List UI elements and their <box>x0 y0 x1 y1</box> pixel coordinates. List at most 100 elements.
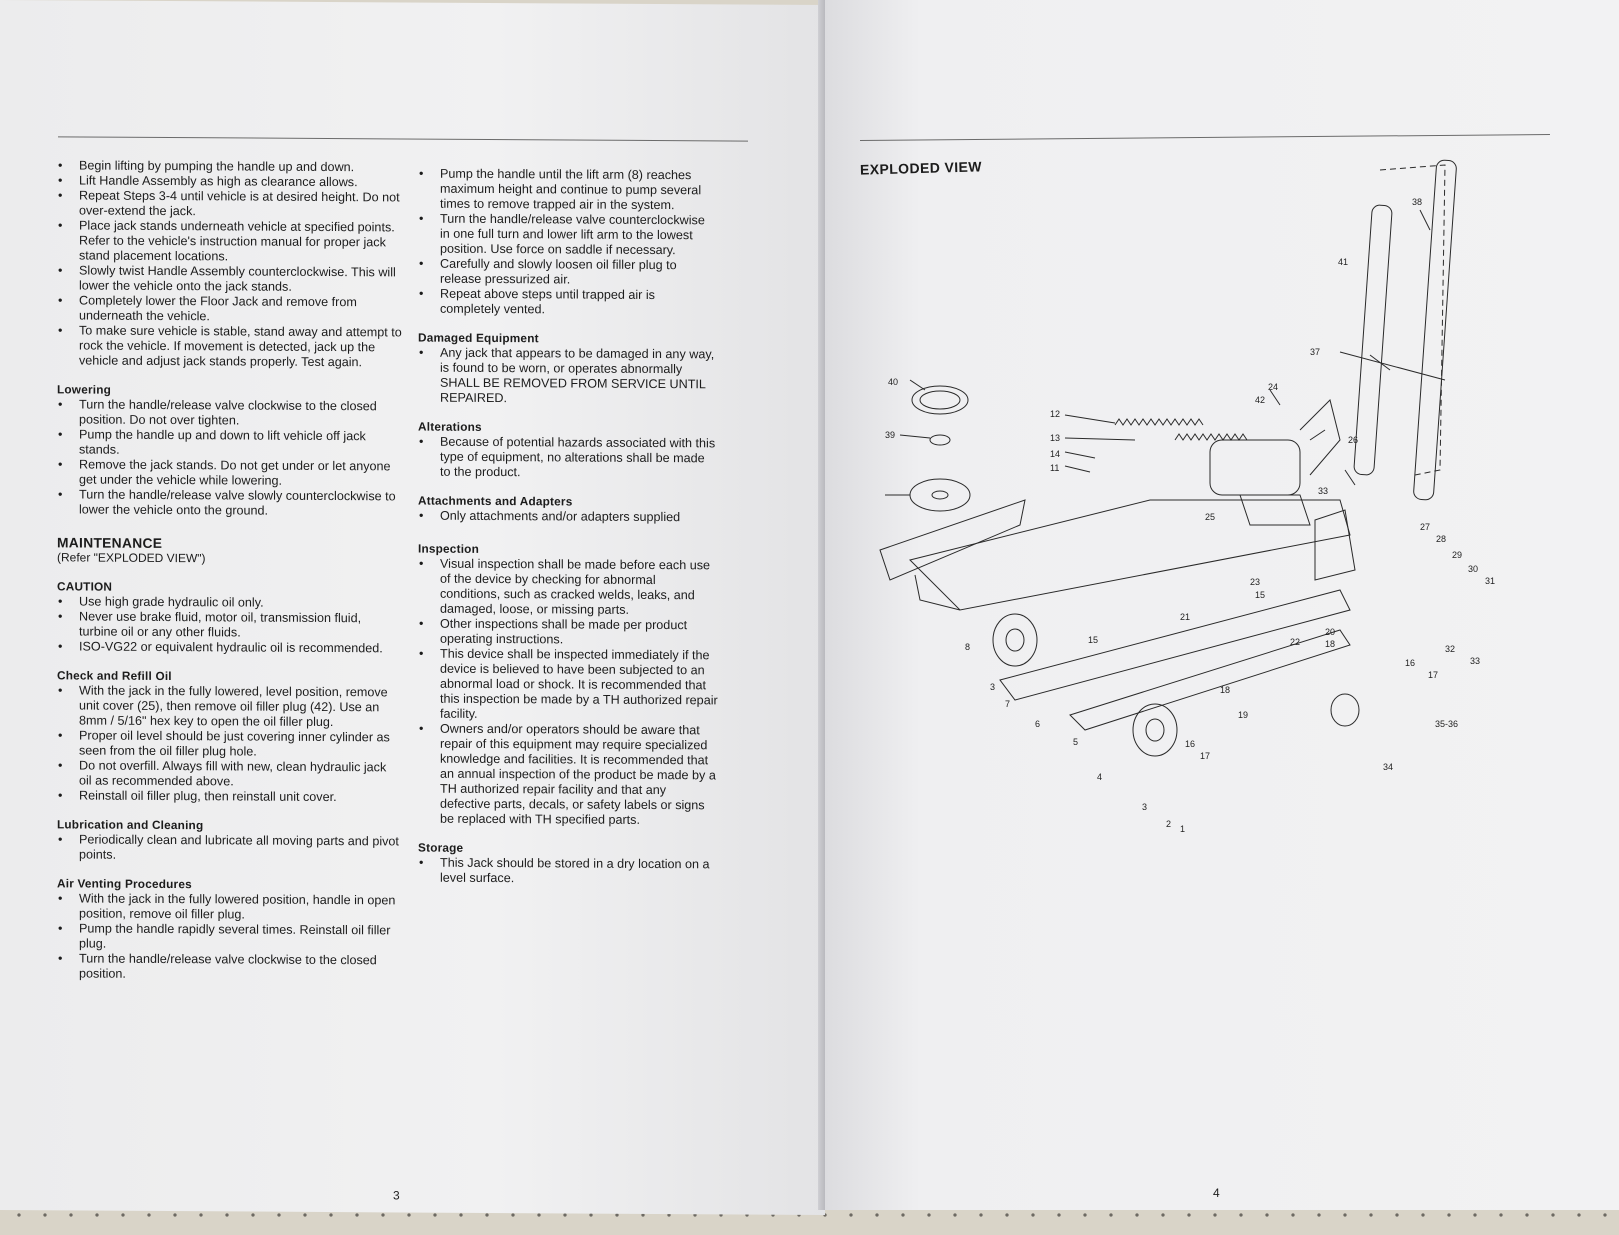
svg-text:33: 33 <box>1318 486 1328 496</box>
svg-text:35-36: 35-36 <box>1435 719 1458 729</box>
svg-text:19: 19 <box>1238 710 1248 720</box>
svg-text:29: 29 <box>1452 550 1462 560</box>
caution-list: Use high grade hydraulic oil only.Never … <box>57 594 402 656</box>
svg-text:6: 6 <box>1035 719 1040 729</box>
air-venting-continued-list: Pump the handle until the lift arm (8) r… <box>418 167 718 319</box>
svg-text:15: 15 <box>1088 635 1098 645</box>
list-item: Repeat above steps until trapped air is … <box>418 287 718 319</box>
svg-text:25: 25 <box>1205 512 1215 522</box>
list-item: Pump the handle until the lift arm (8) r… <box>418 167 718 214</box>
list-item: Completely lower the Floor Jack and remo… <box>57 293 402 325</box>
list-item: Carefully and slowly loosen oil filler p… <box>418 257 718 289</box>
list-item: Periodically clean and lubricate all mov… <box>57 832 402 864</box>
svg-text:17: 17 <box>1200 751 1210 761</box>
list-item: ISO-VG22 or equivalent hydraulic oil is … <box>57 639 402 656</box>
svg-text:40: 40 <box>888 377 898 387</box>
intro-list: Begin lifting by pumping the handle up a… <box>57 158 402 370</box>
svg-text:41: 41 <box>1338 257 1348 267</box>
svg-text:3: 3 <box>990 682 995 692</box>
list-item: Owners and/or operators should be aware … <box>418 722 718 829</box>
svg-text:11: 11 <box>1050 463 1059 473</box>
list-item: Slowly twist Handle Assembly countercloc… <box>57 263 402 295</box>
svg-text:15: 15 <box>1255 590 1265 600</box>
svg-text:32: 32 <box>1445 644 1455 654</box>
handle-tube-upper <box>1413 159 1457 501</box>
inspection-list: Visual inspection shall be made before e… <box>418 557 718 829</box>
svg-text:14: 14 <box>1050 449 1060 459</box>
svg-text:33: 33 <box>1470 656 1480 666</box>
svg-text:2: 2 <box>1166 819 1171 829</box>
handle-tube-lower <box>1353 204 1393 476</box>
lubrication-list: Periodically clean and lubricate all mov… <box>57 832 402 864</box>
svg-text:17: 17 <box>1428 670 1438 680</box>
svg-text:12: 12 <box>1050 409 1060 419</box>
list-item: Other inspections shall be made per prod… <box>418 617 718 649</box>
svg-text:30: 30 <box>1468 564 1478 574</box>
list-item: Turn the handle/release valve counterclo… <box>418 212 718 259</box>
svg-text:24: 24 <box>1268 382 1278 392</box>
svg-text:34: 34 <box>1383 762 1393 772</box>
list-item: Visual inspection shall be made before e… <box>418 557 718 619</box>
list-item: Reinstall oil filler plug, then reinstal… <box>57 788 402 805</box>
svg-text:8: 8 <box>965 642 970 652</box>
svg-text:39: 39 <box>885 430 895 440</box>
right-column: Pump the handle until the lift arm (8) r… <box>418 167 718 888</box>
page-number-4: 4 <box>1213 1186 1220 1200</box>
air-venting-list: With the jack in the fully lowered posit… <box>57 891 402 983</box>
svg-text:22: 22 <box>1290 637 1300 647</box>
alterations-list: Because of potential hazards associated … <box>418 435 718 482</box>
svg-text:28: 28 <box>1436 534 1446 544</box>
list-item: Repeat Steps 3-4 until vehicle is at des… <box>57 188 402 220</box>
list-item: Turn the handle/release valve clockwise … <box>57 951 402 983</box>
attachments-list: Only attachments and/or adapters supplie… <box>418 509 718 526</box>
svg-text:16: 16 <box>1405 658 1415 668</box>
list-item: Remove the jack stands. Do not get under… <box>57 457 402 489</box>
list-item: This device shall be inspected immediate… <box>418 647 718 724</box>
svg-text:26: 26 <box>1348 435 1358 445</box>
left-column: Begin lifting by pumping the handle up a… <box>57 158 402 983</box>
svg-text:4: 4 <box>1097 772 1102 782</box>
list-item: With the jack in the fully lowered, leve… <box>57 683 402 730</box>
svg-text:38: 38 <box>1412 197 1422 207</box>
svg-text:27: 27 <box>1420 522 1430 532</box>
storage-list: This Jack should be stored in a dry loca… <box>418 856 718 888</box>
svg-text:13: 13 <box>1050 433 1060 443</box>
list-item: With the jack in the fully lowered posit… <box>57 891 402 923</box>
svg-text:7: 7 <box>1005 699 1010 709</box>
list-item: To make sure vehicle is stable, stand aw… <box>57 323 402 370</box>
page-4: 4 <box>825 0 1619 1210</box>
page-3: Begin lifting by pumping the handle up a… <box>0 0 825 1215</box>
list-item: Because of potential hazards associated … <box>418 435 718 482</box>
lowering-list: Turn the handle/release valve clockwise … <box>57 397 402 519</box>
list-item: Turn the handle/release valve slowly cou… <box>57 487 402 519</box>
list-item: This Jack should be stored in a dry loca… <box>418 856 718 888</box>
svg-text:3: 3 <box>1142 802 1147 812</box>
svg-text:18: 18 <box>1220 685 1230 695</box>
svg-text:21: 21 <box>1180 612 1190 622</box>
list-item: Place jack stands underneath vehicle at … <box>57 218 402 265</box>
svg-text:31: 31 <box>1485 576 1495 586</box>
svg-text:18: 18 <box>1325 639 1335 649</box>
list-item: Only attachments and/or adapters supplie… <box>418 509 718 526</box>
list-item: Pump the handle up and down to lift vehi… <box>57 427 402 459</box>
list-item: Any jack that appears to be damaged in a… <box>418 346 718 408</box>
page-number-3: 3 <box>393 1188 400 1203</box>
list-item: Never use brake fluid, motor oil, transm… <box>57 609 402 641</box>
svg-text:16: 16 <box>1185 739 1195 749</box>
exploded-view-diagram: 38 41 37 40 39 10 9 12 13 14 11 24 42 26… <box>870 159 1495 834</box>
list-item: Turn the handle/release valve clockwise … <box>57 397 402 429</box>
damaged-list: Any jack that appears to be damaged in a… <box>418 346 718 408</box>
list-item: Pump the handle rapidly several times. R… <box>57 921 402 953</box>
maintenance-subtitle: (Refer "EXPLODED VIEW") <box>57 550 206 566</box>
header-rule <box>58 136 748 142</box>
svg-text:20: 20 <box>1325 627 1335 637</box>
list-item: Proper oil level should be just covering… <box>57 728 402 760</box>
svg-text:42: 42 <box>1255 395 1265 405</box>
refill-list: With the jack in the fully lowered, leve… <box>57 683 402 805</box>
svg-text:37: 37 <box>1310 347 1320 357</box>
svg-text:23: 23 <box>1250 577 1260 587</box>
svg-text:5: 5 <box>1073 737 1078 747</box>
list-item: Do not overfill. Always fill with new, c… <box>57 758 402 790</box>
svg-text:1: 1 <box>1180 824 1185 834</box>
part-number-labels: 38 41 37 40 39 10 9 12 13 14 11 24 42 26… <box>870 197 1495 834</box>
